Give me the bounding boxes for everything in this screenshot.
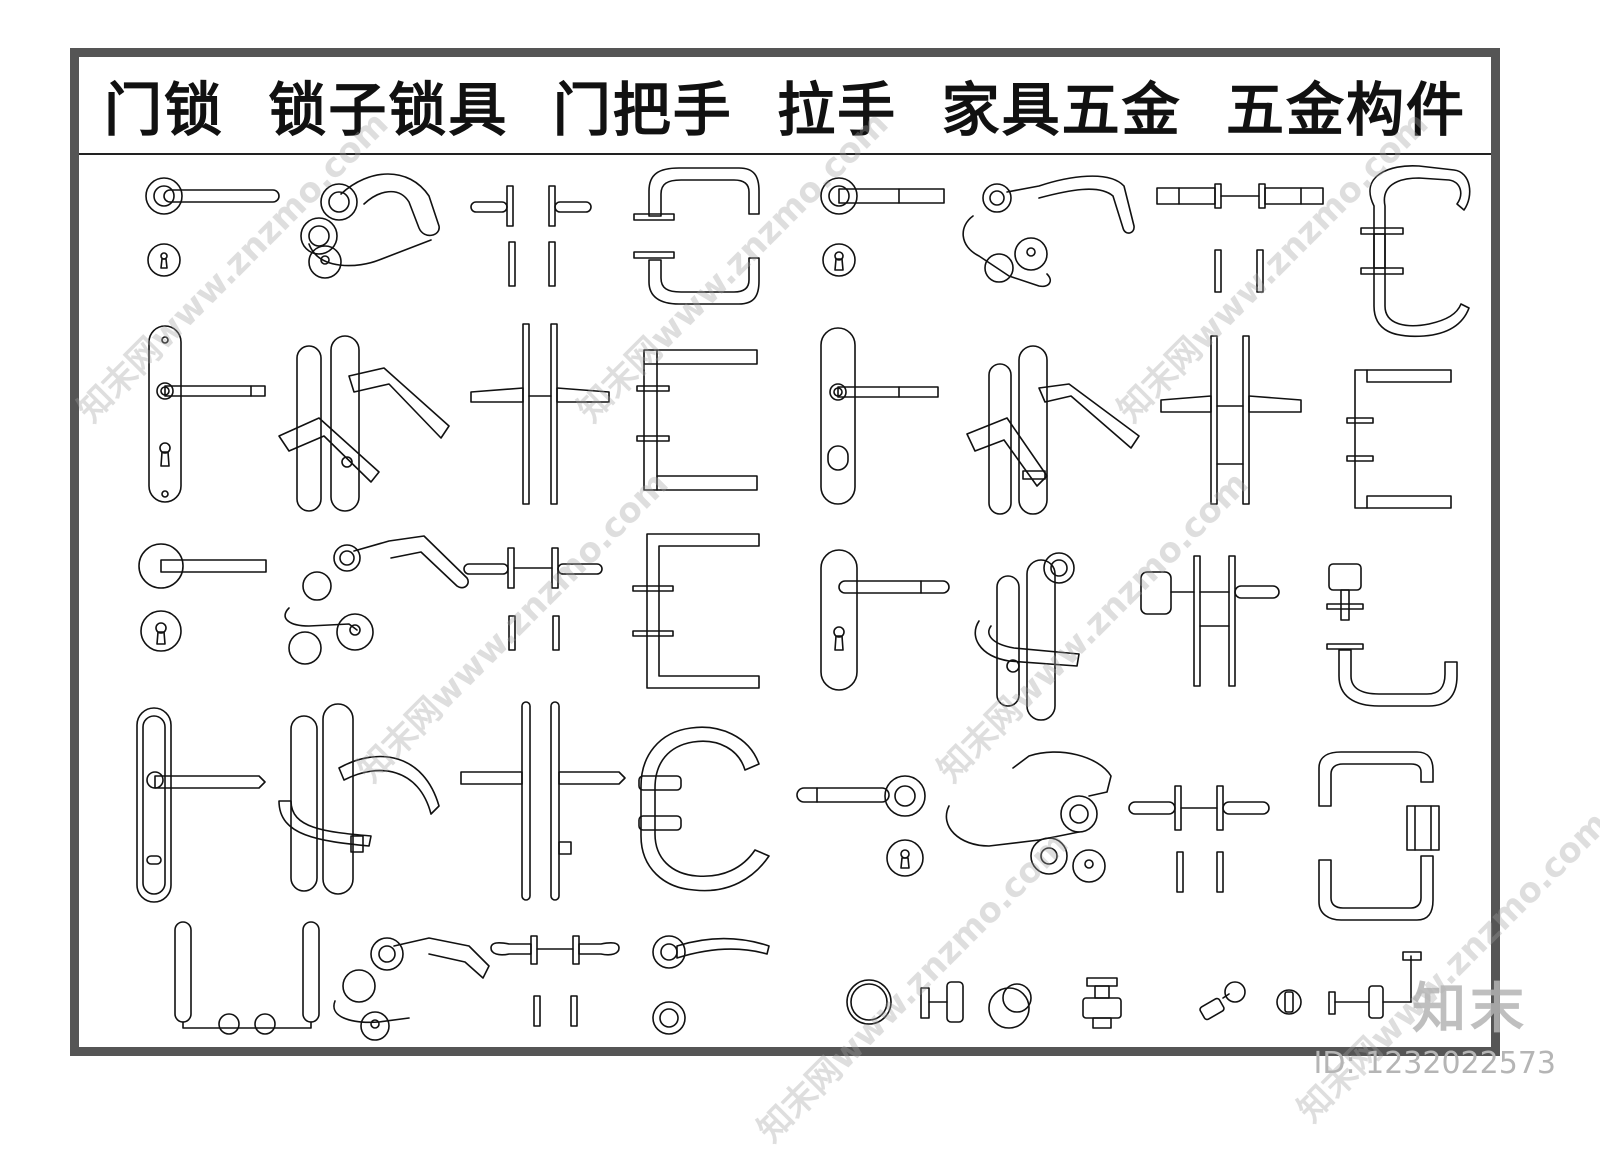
curved-lever-rose-icon	[652, 935, 770, 1035]
rose-lever-iso-3-icon	[333, 937, 490, 1041]
thumb-turn-side-icon	[1328, 951, 1422, 1019]
pull-handle-d-round-icon	[1318, 751, 1440, 921]
knob-side-small-icon	[920, 981, 964, 1023]
plate-lever-iso-icon	[278, 335, 450, 512]
pull-handle-c-icon	[1360, 165, 1471, 338]
curved-plate-side-icon	[460, 701, 626, 901]
knob-side-icon	[463, 547, 603, 651]
curved-plate-lever-icon	[136, 707, 266, 903]
plate-lever-icon	[148, 325, 266, 503]
knob-iso-icon	[284, 535, 469, 665]
pull-handle-u-icon	[1326, 563, 1458, 707]
lever-handle-side-2-icon	[1156, 183, 1324, 293]
drawing-area	[79, 155, 1491, 1047]
hardware-drawings	[136, 165, 1471, 1041]
title-band: 门锁 锁子锁具 门把手 拉手 家具五金 五金构件	[79, 57, 1491, 155]
pull-handle-e-icon	[636, 349, 758, 491]
rose-lever-iso-icon	[945, 751, 1112, 883]
drawing-sheet: 门锁 锁子锁具 门把手 拉手 家具五金 五金构件	[70, 48, 1500, 1056]
knob-front-icon	[1082, 977, 1122, 1029]
plate-lever-side-2-icon	[1160, 335, 1302, 505]
round-knob-icon	[846, 979, 892, 1025]
knob-plate-side-icon	[1140, 555, 1280, 687]
image-id: ID: 1232022573	[1313, 1046, 1556, 1081]
knob-plate-icon	[820, 549, 950, 691]
curved-plate-lever-iso-icon	[278, 703, 440, 895]
lever-handle-round-rose-icon	[145, 177, 280, 277]
plate-lever-2-icon	[820, 327, 939, 505]
brand-logo: 知末	[1412, 977, 1528, 1040]
plate-lever-side-icon	[470, 323, 610, 505]
lever-handle-round-rose-2-icon	[820, 177, 945, 277]
lever-handle-side-icon	[470, 185, 592, 287]
pull-handle-c-round-icon	[638, 726, 770, 892]
thumb-turn-front-icon	[1276, 989, 1302, 1015]
long-pull-u-icon	[174, 921, 320, 1035]
plate-lever-iso-2-icon	[966, 345, 1140, 515]
lever-handle-iso-icon	[300, 173, 440, 279]
pull-handle-e-2-icon	[1346, 369, 1452, 509]
rose-lever-side-icon	[1128, 785, 1270, 893]
pull-handle-d-icon	[633, 167, 760, 305]
thumb-turn-icon	[1199, 981, 1246, 1021]
pull-handle-bracket-icon	[632, 533, 760, 689]
knob-iso-small-icon	[988, 983, 1032, 1029]
rose-lever-side-3-icon	[490, 935, 620, 1027]
rose-lever-round-icon	[796, 775, 926, 877]
knob-plate-iso-icon	[974, 552, 1080, 721]
lever-handle-iso-2-icon	[962, 175, 1135, 288]
knob-rose-icon	[138, 543, 267, 652]
page-title: 门锁 锁子锁具 门把手 拉手 家具五金 五金构件	[104, 76, 1466, 144]
